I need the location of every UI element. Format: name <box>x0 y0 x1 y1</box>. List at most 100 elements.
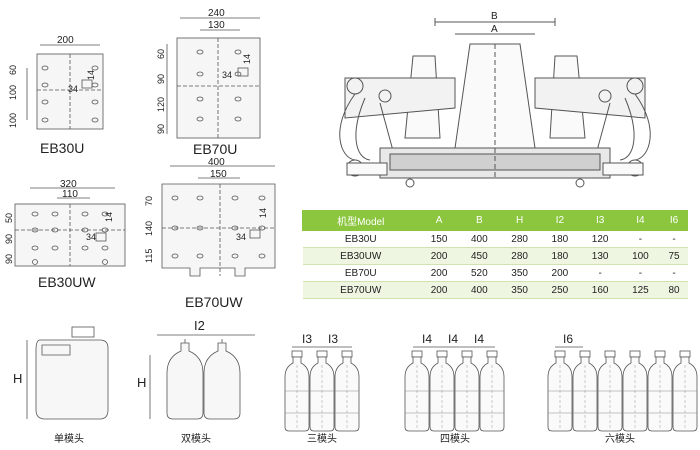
bottles-drawing: H H I2 I3 I3 I4 I4 I4 I6 <box>13 318 698 432</box>
table-row: EB30UW 200 450 280 180 130 100 75 <box>302 247 688 265</box>
eb70uw-dim-h3: 70 <box>144 196 154 206</box>
eb70uw-dim-b: 14 <box>258 208 268 218</box>
table-cell: - <box>620 264 661 282</box>
eb30u-label: EB30U <box>40 140 85 156</box>
eb30uw-dim-h2: 90 <box>4 234 14 244</box>
eb70uw-label: EB70UW <box>185 294 243 310</box>
eb70u-dim-h1: 90 <box>156 124 166 134</box>
single-head-caption: 单模头 <box>54 434 84 445</box>
table-cell: 200 <box>418 264 460 282</box>
eb70u-dim-w1: 240 <box>208 8 225 19</box>
eb30u-dim-h3: 60 <box>8 65 18 75</box>
table-cell: 180 <box>539 230 581 248</box>
spec-table: 机型Model A B H I2 I3 I4 I6 EB30U 150 400 … <box>301 210 688 299</box>
eb70u-dim-a: 34 <box>222 70 232 80</box>
eb30uw-dim-w2: 110 <box>62 189 78 200</box>
eb70uw-plate-drawing: 400 150 115 140 70 34 14 <box>144 158 276 277</box>
table-header-i3: I3 <box>579 210 621 231</box>
eb70uw-dim-h1: 115 <box>144 249 154 263</box>
table-cell: 200 <box>418 247 460 265</box>
eb30u-dim-h1: 100 <box>8 113 18 128</box>
table-cell: 400 <box>459 281 500 299</box>
table-header-row: 机型Model A B H I2 I3 I4 I6 <box>301 210 688 231</box>
table-header-b: B <box>458 210 500 231</box>
table-cell: 100 <box>620 247 661 265</box>
table-header-i2: I2 <box>539 210 581 231</box>
table-cell: - <box>580 264 621 282</box>
double-head-caption: 双模头 <box>181 434 211 445</box>
eb30uw-plate-drawing: 320 110 90 90 50 34 14 <box>4 179 126 267</box>
table-cell: 250 <box>539 281 581 299</box>
table-cell: 200 <box>418 281 460 299</box>
quad-i4-label-2: I4 <box>448 332 458 346</box>
table-cell: 160 <box>580 281 621 299</box>
table-cell: 125 <box>620 281 661 299</box>
table-header-i6: I6 <box>660 210 688 231</box>
table-header-model: 机型Model <box>301 210 420 231</box>
table-cell: 350 <box>499 264 540 282</box>
table-cell: 350 <box>499 281 540 299</box>
table-cell: 75 <box>660 247 688 265</box>
eb70u-dim-h3: 90 <box>156 74 166 84</box>
eb70u-dim-w2: 130 <box>208 20 225 31</box>
table-cell: 150 <box>418 230 460 248</box>
table-cell: 280 <box>499 230 540 248</box>
double-i2-label: I2 <box>194 318 205 333</box>
machine-dim-b: B <box>491 11 498 22</box>
eb70u-label: EB70U <box>193 141 238 157</box>
eb70u-dim-h2: 120 <box>156 97 166 112</box>
table-cell: 450 <box>459 247 500 265</box>
double-h-label: H <box>137 375 146 390</box>
eb30uw-dim-b: 14 <box>104 212 114 222</box>
triple-head-caption: 三模头 <box>307 434 337 445</box>
table-cell: 180 <box>539 247 581 265</box>
eb70uw-dim-h2: 140 <box>144 221 154 236</box>
eb70uw-dim-w2: 150 <box>210 169 227 180</box>
table-header-a: A <box>418 210 460 231</box>
table-row: EB70U 200 520 350 200 - - - <box>302 264 688 282</box>
quad-i4-label-1: I4 <box>422 332 432 346</box>
table-cell: 520 <box>459 264 500 282</box>
table-cell: - <box>660 264 688 282</box>
eb70uw-dim-a: 34 <box>236 232 246 242</box>
table-cell: 400 <box>459 230 500 248</box>
eb30u-dim-a: 34 <box>68 84 78 94</box>
eb30u-dim-h2: 100 <box>8 85 18 100</box>
table-cell: EB30UW <box>302 247 419 265</box>
table-row: EB30U 150 400 280 180 120 - - <box>302 230 688 248</box>
eb70uw-dim-w1: 400 <box>208 158 225 168</box>
table-cell: 200 <box>539 264 581 282</box>
eb70u-plate-drawing: 240 130 90 120 90 60 34 14 <box>156 8 261 139</box>
table-header-h: H <box>498 210 541 231</box>
eb30u-dim-width: 200 <box>57 35 74 46</box>
mold-machine-drawing: B A <box>339 11 651 188</box>
table-cell: 80 <box>660 281 688 299</box>
eb30u-plate-drawing: 200 100 100 60 34 14 <box>8 35 104 130</box>
eb30uw-dim-h3: 50 <box>4 213 14 223</box>
eb30u-dim-b: 14 <box>86 70 96 80</box>
triple-i3-label-1: I3 <box>302 332 312 346</box>
table-header-i4: I4 <box>619 210 662 231</box>
eb30uw-dim-h1: 90 <box>4 254 14 264</box>
table-cell: 280 <box>499 247 540 265</box>
table-cell: EB70UW <box>302 281 419 299</box>
machine-dim-a: A <box>491 24 498 35</box>
quad-head-caption: 四模头 <box>440 434 470 445</box>
eb30uw-dim-w1: 320 <box>60 179 77 190</box>
table-cell: 120 <box>580 230 621 248</box>
table-cell: - <box>620 230 661 248</box>
table-cell: - <box>660 230 688 248</box>
table-cell: EB70U <box>302 264 419 282</box>
table-cell: EB30U <box>302 230 419 248</box>
single-h-label: H <box>13 371 22 386</box>
triple-i3-label-2: I3 <box>328 332 338 346</box>
six-i6-label: I6 <box>563 332 573 346</box>
eb30uw-dim-a: 34 <box>86 232 96 242</box>
eb70u-dim-h4: 60 <box>156 49 166 59</box>
table-row: EB70UW 200 400 350 250 160 125 80 <box>302 281 688 299</box>
quad-i4-label-3: I4 <box>474 332 484 346</box>
table-cell: 130 <box>580 247 621 265</box>
eb70u-dim-b: 14 <box>242 54 252 64</box>
eb30uw-label: EB30UW <box>38 274 96 290</box>
six-head-caption: 六模头 <box>605 434 635 445</box>
